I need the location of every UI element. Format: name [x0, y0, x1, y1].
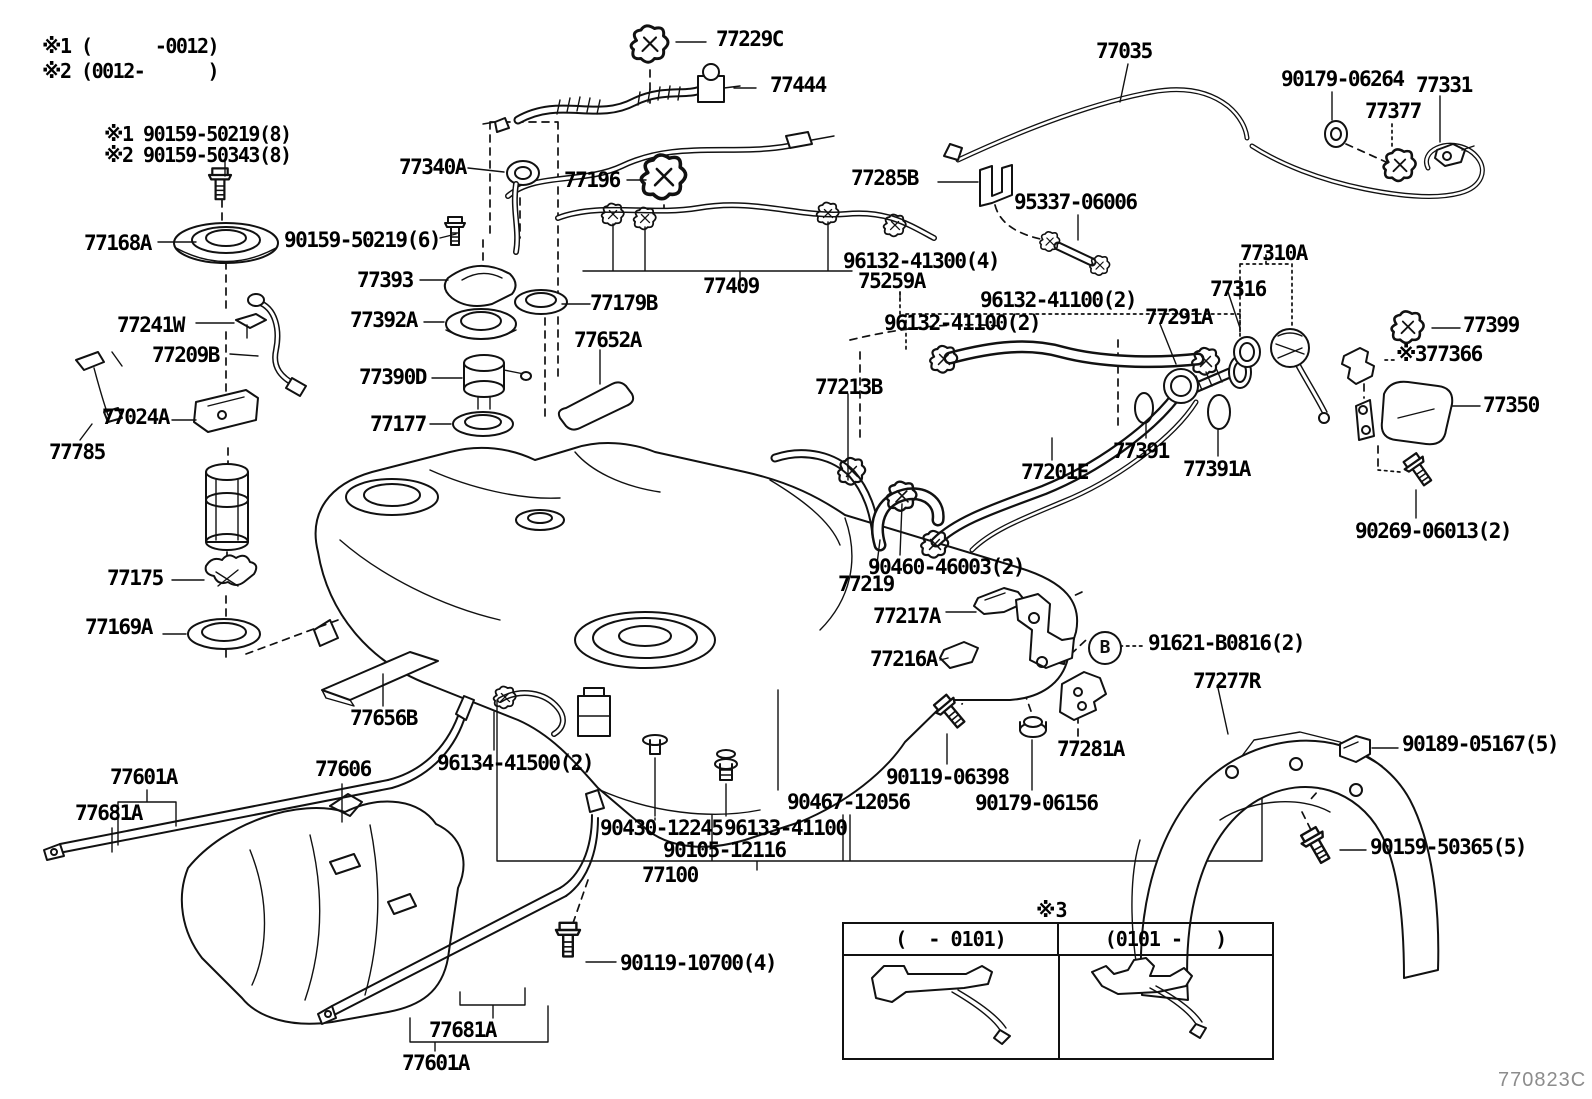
- callout-77681A-bottom: 77681A: [429, 1018, 497, 1042]
- table-divider: [1058, 954, 1060, 1058]
- fender-liner: [1131, 731, 1440, 1001]
- callout-77241W: 77241W: [117, 313, 185, 337]
- callout-77209B: 77209B: [152, 343, 220, 367]
- callout-96132-41300: 96132-41300(4): [843, 249, 1001, 273]
- callout-90105-12116: 90105-12116: [663, 838, 787, 862]
- callout-note1: ※1 ( -0012): [42, 34, 220, 58]
- callout-77179B: 77179B: [590, 291, 658, 315]
- callout-77399: 77399: [1463, 313, 1520, 337]
- callout-77219: 77219: [838, 572, 895, 596]
- callout-77168A: 77168A: [84, 231, 152, 255]
- callout-90119-06398: 90119-06398: [886, 765, 1010, 789]
- callout-77391A: 77391A: [1183, 457, 1251, 481]
- variant-table-col1-header: ( - 0101): [895, 927, 1006, 951]
- variant-table: ( - 0101) (0101 - ): [842, 922, 1274, 1060]
- callout-77169A: 77169A: [85, 615, 153, 639]
- callout-90159-50219-8: ※1 90159-50219(8): [104, 122, 292, 146]
- callout-96132-41100-b: 96132-41100(2): [884, 311, 1042, 335]
- callout-77444: 77444: [770, 73, 827, 97]
- callout-77100: 77100: [642, 863, 699, 887]
- callout-77229C: 77229C: [716, 27, 784, 51]
- callout-77175: 77175: [107, 566, 164, 590]
- callout-77216A: 77216A: [870, 647, 938, 671]
- callout-77601A-top: 77601A: [110, 765, 178, 789]
- callout-90460-46003: 90460-46003(2): [868, 555, 1026, 579]
- variant-table-col2-header: (0101 - ): [1057, 924, 1272, 954]
- callout-90430-12245: 90430-12245: [600, 816, 724, 840]
- callout-77652A: 77652A: [574, 328, 642, 352]
- callout-77316: 77316: [1210, 277, 1267, 301]
- callout-note2: ※2 (0012- ): [42, 59, 220, 83]
- callout-77177: 77177: [370, 412, 427, 436]
- callout-77656B: 77656B: [350, 706, 418, 730]
- callout-90179-06264: 90179-06264: [1281, 67, 1405, 91]
- callout-77392A: 77392A: [350, 308, 418, 332]
- tank-straps-and-protector: [43, 695, 605, 1025]
- fuel-hoses-top: [482, 24, 1221, 376]
- table-bracket-sketches: [871, 957, 1207, 1045]
- callout-77366: ※377366: [1396, 342, 1483, 366]
- callout-77409: 77409: [703, 274, 760, 298]
- drawing-number: 770823C: [1498, 1069, 1587, 1091]
- breather-hoses: [770, 449, 945, 552]
- callout-77281A: 77281A: [1057, 737, 1125, 761]
- callout-90159-50365: 90159-50365(5): [1370, 835, 1528, 859]
- leader-lines: [79, 41, 1481, 1052]
- callout-77024A: 77024A: [102, 405, 170, 429]
- callout-77601A-bottom: 77601A: [402, 1051, 470, 1075]
- pump-plate-parts: [443, 216, 635, 437]
- callout-96134-41500: 96134-41500(2): [437, 751, 595, 775]
- callout-77196: 77196: [564, 168, 621, 192]
- callout-90119-10700: 90119-10700(4): [620, 951, 778, 975]
- callout-77331: 77331: [1416, 73, 1473, 97]
- callout-75259A: 75259A: [858, 269, 926, 293]
- callout-77217A: 77217A: [873, 604, 941, 628]
- callout-95337-06006: 95337-06006: [1014, 190, 1138, 214]
- callout-96133-41100: 96133-41100: [724, 816, 848, 840]
- callout-77377: 77377: [1365, 99, 1422, 123]
- callout-77310A: 77310A: [1240, 241, 1308, 265]
- callout-77213B: 77213B: [815, 375, 883, 399]
- callout-90189-05167: 90189-05167(5): [1402, 732, 1560, 756]
- callout-90159-50219-6: 90159-50219(6): [284, 228, 442, 252]
- callout-77681A-top: 77681A: [75, 801, 143, 825]
- callout-77291A: 77291A: [1145, 305, 1213, 329]
- under-tank-parts: [492, 685, 1263, 871]
- callout-77785: 77785: [49, 440, 106, 464]
- callout-77201E: 77201E: [1021, 460, 1089, 484]
- callout-91621-B0816: 91621-B0816(2): [1148, 631, 1306, 655]
- callout-77285B: 77285B: [851, 166, 919, 190]
- callout-77350: 77350: [1483, 393, 1540, 417]
- callout-77340A: 77340A: [399, 155, 467, 179]
- callout-90467-12056: 90467-12056: [787, 790, 911, 814]
- callout-77035: 77035: [1096, 39, 1153, 63]
- callout-77390D: 77390D: [359, 365, 427, 389]
- callout-96132-41100-a: 96132-41100(2): [980, 288, 1138, 312]
- filler-pipe-assembly: [920, 310, 1454, 559]
- callout-77391: 77391: [1113, 439, 1170, 463]
- fuel-lid-cable: [943, 87, 1485, 199]
- bolt-ref-marker-b: B: [1088, 631, 1122, 665]
- callout-77277R: 77277R: [1193, 669, 1261, 693]
- callout-90159-50343-8: ※2 90159-50343(8): [104, 143, 292, 167]
- callout-90179-06156: 90179-06156: [975, 791, 1099, 815]
- callout-77606: 77606: [315, 757, 372, 781]
- table-note: ※3: [1036, 898, 1068, 922]
- tank-bracket-parts: [930, 587, 1107, 738]
- tank-shield-77656B: [321, 651, 439, 707]
- callout-90269-06013: 90269-06013(2): [1355, 519, 1513, 543]
- fuel-pump-parts: [75, 167, 307, 650]
- callout-77393: 77393: [357, 268, 414, 292]
